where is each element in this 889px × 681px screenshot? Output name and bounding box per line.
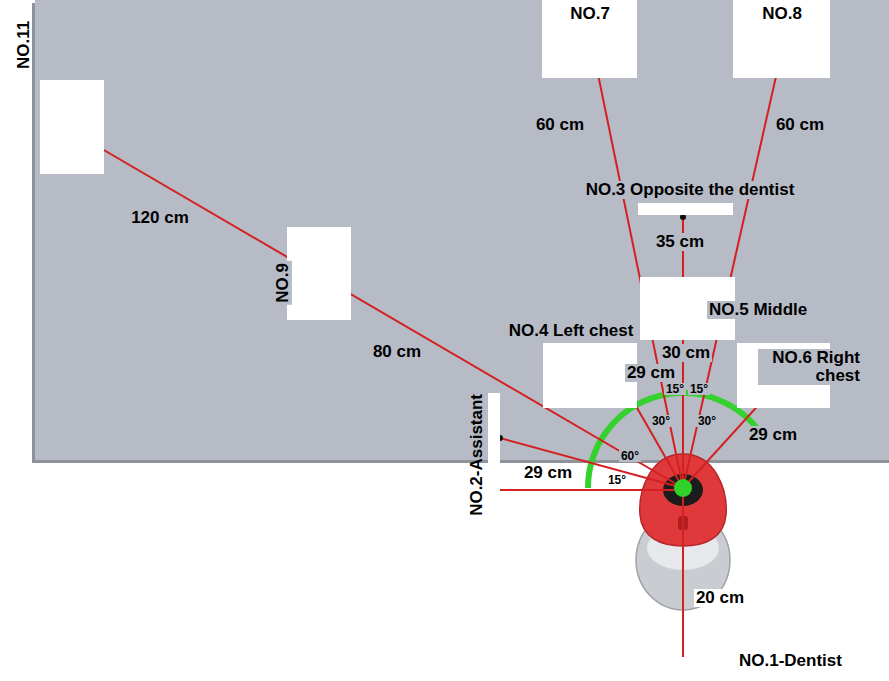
head-center bbox=[674, 479, 692, 497]
position-square: NO.11 bbox=[40, 80, 104, 174]
distance-lines bbox=[73, 50, 785, 660]
position-square: NO.4 Left chest bbox=[543, 343, 637, 408]
dot bbox=[614, 370, 620, 376]
dot bbox=[315, 272, 321, 278]
dot bbox=[782, 373, 788, 379]
angle-label: 30° bbox=[696, 415, 718, 428]
line-no1 bbox=[682, 488, 684, 660]
position-bar: NO.1-Dentist bbox=[640, 657, 730, 665]
distance-label: 20 cm bbox=[694, 589, 746, 607]
distance-label: 120 cm bbox=[129, 209, 191, 227]
position-label: NO.3 Opposite the dentist bbox=[584, 181, 797, 199]
position-bar: NO.3 Opposite the dentist bbox=[638, 203, 733, 215]
position-label: NO.2-Assistant bbox=[468, 392, 486, 518]
position-label: NO.5 Middle bbox=[707, 301, 809, 319]
angle-label: 15° bbox=[664, 383, 686, 396]
line-horizontal bbox=[500, 489, 683, 491]
distance-label: 29 cm bbox=[747, 426, 799, 444]
position-label: NO.7 bbox=[568, 5, 612, 23]
line-no8 bbox=[683, 50, 782, 488]
dot bbox=[682, 306, 688, 312]
position-square: NO.5 Middle bbox=[640, 277, 735, 340]
position-bar: NO.2-Assistant bbox=[488, 393, 500, 492]
distance-label: 60 cm bbox=[774, 116, 826, 134]
angle-label: 15° bbox=[688, 383, 710, 396]
distance-label: 29 cm bbox=[522, 464, 574, 482]
distance-label: 80 cm bbox=[371, 343, 423, 361]
position-square: NO.9 bbox=[287, 227, 351, 320]
position-label: NO.1-Dentist bbox=[737, 652, 844, 670]
distance-label: 35 cm bbox=[654, 233, 706, 251]
table bbox=[35, 0, 889, 460]
position-label: NO.9 bbox=[274, 261, 292, 305]
position-label: NO.11 bbox=[15, 19, 33, 71]
position-square: NO.6 Right chest bbox=[737, 343, 830, 408]
distance-label: 30 cm bbox=[660, 344, 712, 362]
distance-label: 29 cm bbox=[625, 364, 677, 382]
position-label: NO.6 Right chest bbox=[758, 349, 862, 385]
angle-label: 60° bbox=[619, 450, 641, 463]
position-label: NO.8 bbox=[760, 5, 804, 23]
angle-label: 30° bbox=[650, 415, 672, 428]
line-no7 bbox=[593, 50, 683, 488]
distance-label: 60 cm bbox=[534, 116, 586, 134]
dot bbox=[497, 435, 503, 441]
position-square: NO.8 bbox=[733, 0, 830, 78]
dot bbox=[680, 657, 686, 663]
dot bbox=[680, 214, 686, 220]
dot bbox=[70, 129, 76, 135]
line-no2 bbox=[500, 438, 683, 488]
position-label: NO.4 Left chest bbox=[507, 322, 636, 340]
angle-label: 15° bbox=[606, 474, 628, 487]
position-square: NO.7 bbox=[542, 0, 637, 78]
